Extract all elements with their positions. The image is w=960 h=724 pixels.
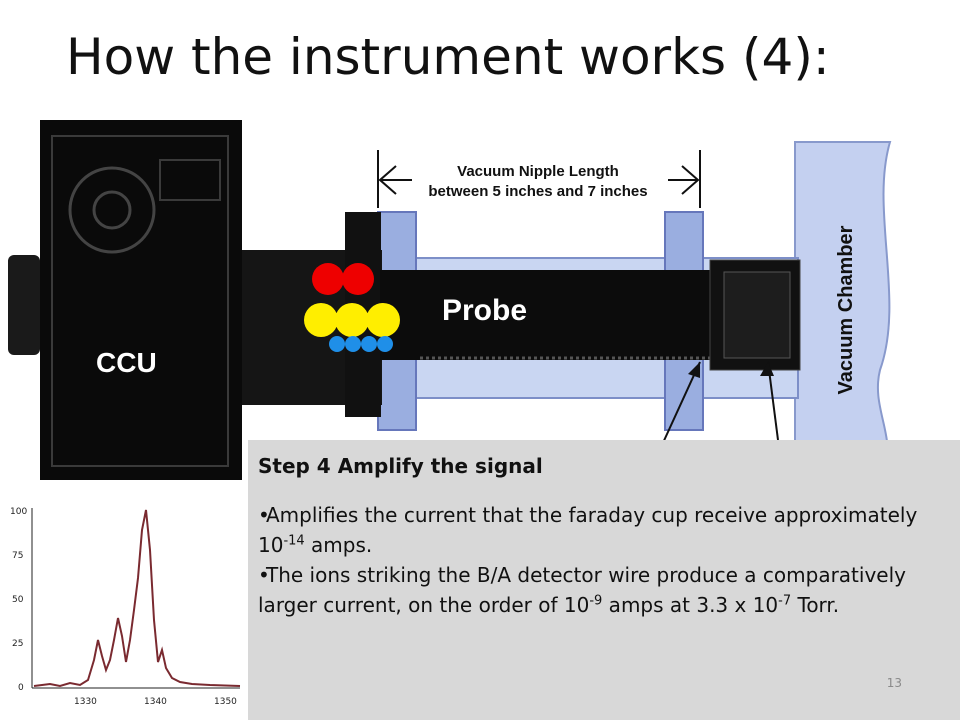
instrument-diagram: Vacuum Nipple Length between 5 inches an… — [0, 100, 960, 480]
red-particle — [312, 263, 344, 295]
x-tick-label: 1350 — [214, 697, 237, 707]
x-tick-label: 1330 — [74, 697, 97, 707]
nipple-length-label-2: between 5 inches and 7 inches — [428, 183, 647, 200]
y-tick-label: 100 — [10, 507, 27, 517]
mass-spectrum-svg: 100 75 50 25 0 1330 1340 1350 — [10, 507, 241, 707]
blue-particle — [329, 336, 345, 352]
slide-title: How the instrument works (4): — [66, 28, 830, 86]
probe-body — [380, 270, 720, 360]
step-heading: Step 4 Amplify the signal — [258, 454, 543, 478]
step-callout: Step 4 Amplify the signal •Amplifies the… — [248, 440, 960, 720]
list-item: •Amplifies the current that the faraday … — [258, 500, 950, 560]
nipple-length-label-1: Vacuum Nipple Length — [457, 163, 619, 180]
blue-particle — [345, 336, 361, 352]
bullet-marker: • — [258, 563, 270, 587]
y-tick-label: 75 — [12, 551, 23, 561]
step-bullet-list: •Amplifies the current that the faraday … — [258, 500, 950, 620]
probe-label: Probe — [442, 294, 527, 327]
y-tick-label: 50 — [12, 595, 24, 605]
ccu-label: CCU — [96, 347, 157, 378]
slide-number: 13 — [886, 676, 902, 690]
yellow-particle — [335, 303, 369, 337]
instrument-diagram-svg: Vacuum Nipple Length between 5 inches an… — [8, 120, 892, 480]
blue-particle — [361, 336, 377, 352]
ccu-housing — [40, 120, 242, 480]
y-tick-label: 0 — [18, 683, 24, 693]
yellow-particle — [304, 303, 338, 337]
yellow-particle — [366, 303, 400, 337]
bullet-marker: • — [258, 503, 270, 527]
vacuum-chamber-label: Vacuum Chamber — [835, 225, 857, 394]
list-item: •The ions striking the B/A detector wire… — [258, 560, 950, 620]
spectrum-trace — [33, 509, 241, 688]
red-particle — [342, 263, 374, 295]
blue-particle — [377, 336, 393, 352]
mass-spectrum: 100 75 50 25 0 1330 1340 1350 — [0, 490, 248, 720]
x-tick-label: 1340 — [144, 697, 167, 707]
y-tick-label: 25 — [12, 639, 23, 649]
